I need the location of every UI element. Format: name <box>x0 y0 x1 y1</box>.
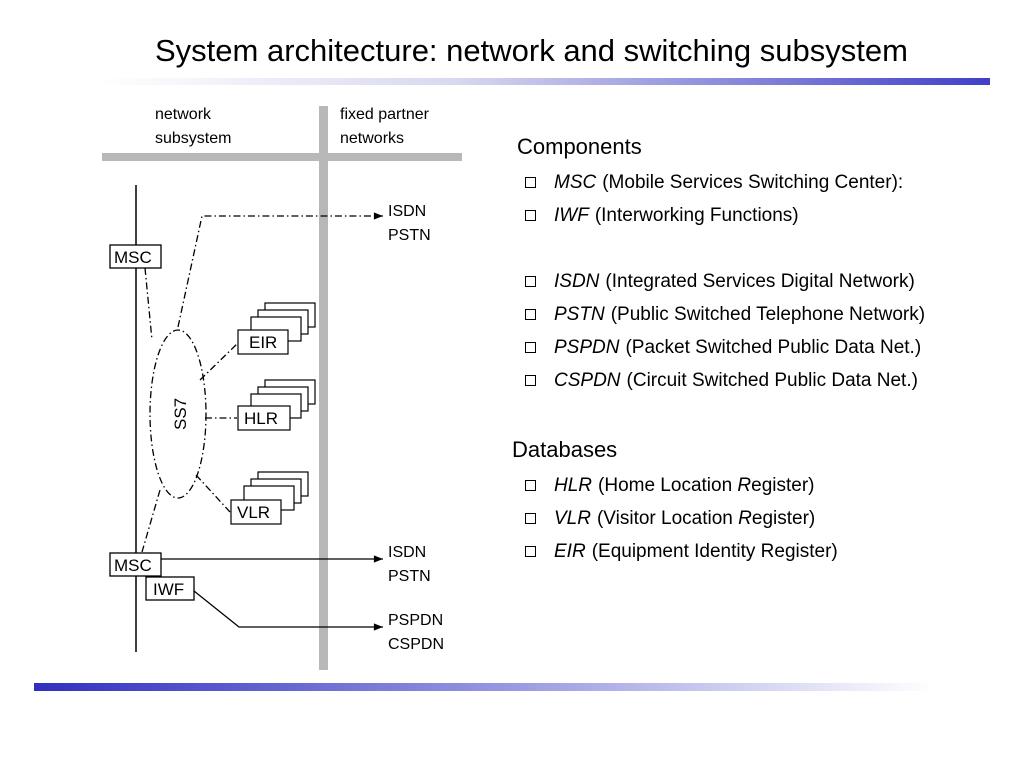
footer-rule <box>34 683 934 691</box>
list-item: ISDN(Integrated Services Digital Network… <box>525 265 925 298</box>
signalling-ss7-vlr <box>195 474 231 513</box>
components-heading: Components <box>517 134 642 159</box>
square-bullet-icon <box>525 375 536 386</box>
square-bullet-icon <box>525 546 536 557</box>
ss7-ellipse <box>149 329 207 499</box>
ss7-label: SS7 <box>171 398 190 430</box>
vlr-label: VLR <box>237 503 270 522</box>
square-bullet-icon <box>525 480 536 491</box>
square-bullet-icon <box>525 210 536 221</box>
fixed-partner-label-line2: networks <box>340 130 404 147</box>
list-item: EIR(Equipment Identity Register) <box>525 535 838 568</box>
list-item: MSC(Mobile Services Switching Center): <box>525 166 925 199</box>
dest-top-isdn: ISDN <box>388 203 426 220</box>
msc-top-box <box>109 244 162 269</box>
page-title: System architecture: network and switchi… <box>155 33 908 68</box>
signalling-ss7-eir <box>199 342 239 381</box>
dest-mid-pstn: PSTN <box>388 568 431 585</box>
list-item: CSPDN(Circuit Switched Public Data Net.) <box>525 364 925 397</box>
square-bullet-icon <box>525 513 536 524</box>
components-list: MSC(Mobile Services Switching Center): I… <box>525 166 925 397</box>
signalling-ss7-msc-bottom <box>141 489 161 553</box>
square-bullet-icon <box>525 309 536 320</box>
iwf-to-pspdn-line <box>193 590 384 631</box>
hlr-label: HLR <box>244 409 278 428</box>
msc-bottom-label: MSC <box>114 556 152 575</box>
square-bullet-icon <box>525 177 536 188</box>
dest-bottom-cspdn: CSPDN <box>388 636 444 653</box>
network-subsystem-label-line2: subsystem <box>155 130 231 147</box>
list-item: PSPDN(Packet Switched Public Data Net.) <box>525 331 925 364</box>
square-bullet-icon <box>525 276 536 287</box>
eir-label: EIR <box>249 333 277 352</box>
dest-bottom-pspdn: PSPDN <box>388 612 443 629</box>
horizontal-separator <box>102 153 462 161</box>
dest-mid-isdn: ISDN <box>388 544 426 561</box>
fixed-partner-label-line1: fixed partner <box>340 106 430 123</box>
vertical-separator <box>319 106 328 670</box>
msc-bottom-box <box>109 552 162 577</box>
hlr-box <box>237 405 291 431</box>
dest-top-pstn: PSTN <box>388 227 431 244</box>
vlr-box <box>230 499 282 525</box>
list-spacer <box>525 232 925 265</box>
square-bullet-icon <box>525 342 536 353</box>
network-subsystem-label-line1: network <box>155 106 212 123</box>
iwf-label: IWF <box>153 580 184 599</box>
iwf-box <box>145 576 195 601</box>
eir-box <box>237 329 289 355</box>
list-item: PSTN(Public Switched Telephone Network) <box>525 298 925 331</box>
signalling-msc-top-ss7 <box>144 267 153 341</box>
msc-top-label: MSC <box>114 248 152 267</box>
signalling-msc-to-isdn <box>177 212 384 328</box>
databases-heading: Databases <box>512 437 618 462</box>
list-item: IWF(Interworking Functions) <box>525 199 925 232</box>
title-underline <box>100 78 990 85</box>
